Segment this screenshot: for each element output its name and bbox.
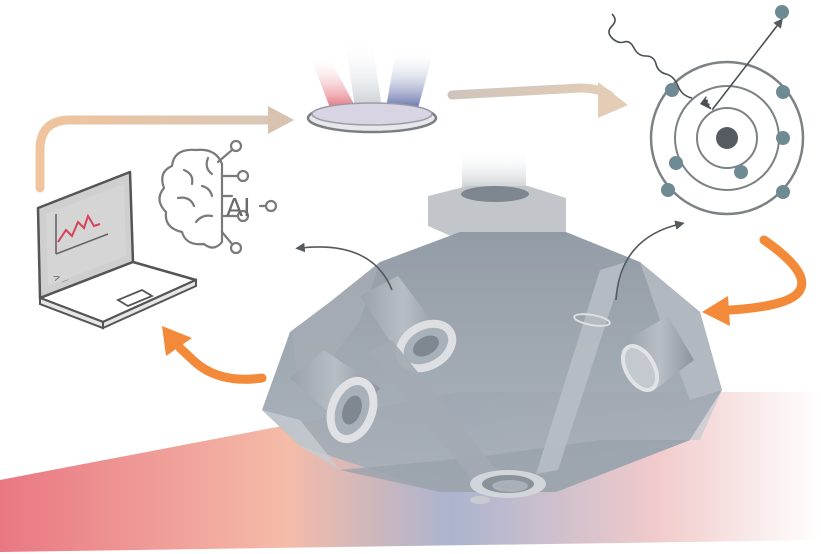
ai-label: AI <box>226 193 250 222</box>
electron <box>776 185 790 199</box>
arrow-chamber-to-laptop <box>175 343 267 384</box>
brain-ai-icon <box>158 139 278 255</box>
port-opening <box>620 344 660 392</box>
terminal-prompt: >_ <box>52 268 69 285</box>
signal-arrow-right <box>615 220 685 301</box>
atom-orbit-outer <box>649 60 805 216</box>
laptop-plot-line <box>57 213 101 243</box>
signal-arrow-left <box>295 242 393 291</box>
sample-stage-icon <box>306 40 438 134</box>
arrow-atom-to-chamber <box>725 235 807 315</box>
laptop-icon: >_ <box>36 170 198 330</box>
arrow-stage-to-atom <box>447 83 615 101</box>
arrow-laptop-to-stage <box>35 115 277 193</box>
electron <box>669 156 683 170</box>
arrow-head-laptop-to-stage <box>268 106 294 134</box>
arrow-head-atom-to-chamber <box>702 296 730 326</box>
vacuum-chamber-icon <box>262 150 722 504</box>
electron <box>776 131 790 145</box>
electron <box>734 165 748 179</box>
atom-orbit-inner <box>696 107 758 169</box>
electron <box>776 85 790 99</box>
atom-scattering-icon <box>608 5 805 216</box>
atom-nucleus <box>716 127 738 149</box>
incoming-photon-wave <box>608 13 693 99</box>
electron <box>665 83 679 97</box>
ejected-electron <box>775 5 789 19</box>
ejected-electron-path <box>711 18 783 111</box>
electron <box>661 183 675 197</box>
arrow-head-chamber-to-laptop <box>162 326 192 356</box>
arrow-head-stage-to-atom <box>598 82 628 118</box>
